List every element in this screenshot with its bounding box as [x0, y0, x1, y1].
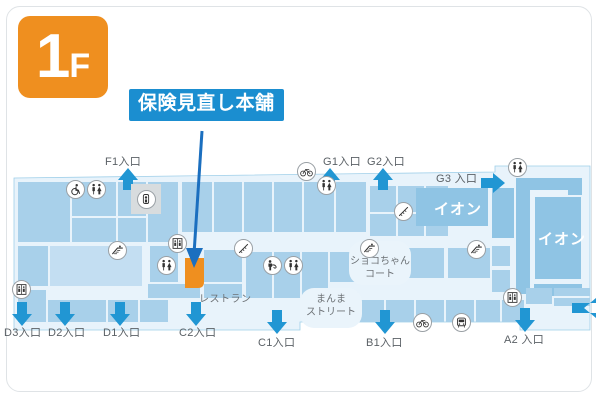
entrance-label-F1: F1入口 — [105, 156, 142, 168]
nursing-room-icon — [263, 256, 282, 275]
entrance-label-G1: G1入口 — [323, 156, 361, 168]
bottom-right-units — [526, 288, 590, 306]
escalator-icon-shoko — [360, 239, 379, 258]
entrance-label-C2: C2入口 — [179, 327, 217, 339]
elevator-icon-farleft — [12, 280, 31, 299]
restroom-icon-center — [284, 256, 303, 275]
entrance-label-D3: D3入口 — [4, 327, 42, 339]
floor-badge: 1 F — [18, 16, 108, 98]
arrow-D1 — [110, 302, 130, 326]
shoko-line-1: ショコちゃん — [350, 256, 410, 267]
arrow-C2 — [186, 302, 206, 326]
shop-callout[interactable]: 保険見直し本舗 — [129, 89, 284, 121]
area-label-manma-street: まんま ストリート — [300, 294, 362, 319]
area-label-shoko-court: ショコちゃん コート — [347, 256, 413, 281]
wheelchair-icon — [66, 180, 85, 199]
arrow-G2 — [373, 168, 393, 190]
floor-suffix: F — [69, 47, 91, 85]
restroom-icon — [87, 180, 106, 199]
area-label-restaurant: レストラン — [199, 294, 252, 305]
orange-shop-marker[interactable] — [185, 258, 204, 288]
arrow-D2 — [55, 302, 75, 326]
restroom-icon-topright — [508, 158, 527, 177]
area-label-aeon-left: イオン — [434, 201, 483, 218]
aeon-right-corridor — [533, 195, 583, 281]
atm-panel — [131, 184, 161, 214]
elevator-icon-bottomright — [503, 288, 522, 307]
entrance-label-G2: G2入口 — [367, 156, 405, 168]
floor-number: 1 — [35, 22, 71, 91]
arrow-A1 — [572, 298, 596, 318]
stairs-icon — [234, 239, 253, 258]
bicycle-parking-icon-bottom — [413, 313, 432, 332]
entrance-label-B1: B1入口 — [366, 337, 403, 349]
shoko-line-2: コート — [365, 268, 395, 280]
arrow-B1 — [375, 310, 395, 334]
manma-line-2: ストリート — [306, 306, 356, 318]
atm-icon — [136, 189, 156, 209]
restroom-icon-midleft — [157, 256, 176, 275]
shop-callout-label: 保険見直し本舗 — [138, 93, 275, 114]
escalator-icon — [108, 241, 127, 260]
entrance-label-C1: C1入口 — [258, 337, 296, 349]
elevator-icon — [168, 234, 187, 253]
manma-street-blob — [300, 288, 362, 328]
restroom-icon-top — [317, 176, 336, 195]
entrance-label-D1: D1入口 — [103, 327, 141, 339]
bicycle-parking-icon-top — [297, 162, 316, 181]
arrow-D3 — [12, 302, 32, 326]
bus-stop-icon — [452, 313, 471, 332]
area-label-aeon-right: イオン — [538, 231, 587, 248]
escalator-icon-right — [467, 240, 486, 259]
aeon-left-block — [416, 188, 514, 238]
entrance-label-G3: G3 入口 — [436, 173, 478, 185]
manma-line-1: まんま — [316, 294, 346, 305]
entrance-label-A2: A2 入口 — [504, 334, 545, 346]
entrance-label-D2: D2入口 — [48, 327, 86, 339]
entrance-arrows — [12, 168, 596, 334]
arrow-G3 — [481, 173, 505, 193]
stairs-icon-aeon — [394, 202, 413, 221]
callout-pointer — [186, 130, 204, 268]
arrow-A2 — [515, 308, 535, 332]
shoko-court-blob — [349, 241, 411, 285]
arrow-C1 — [267, 310, 287, 334]
